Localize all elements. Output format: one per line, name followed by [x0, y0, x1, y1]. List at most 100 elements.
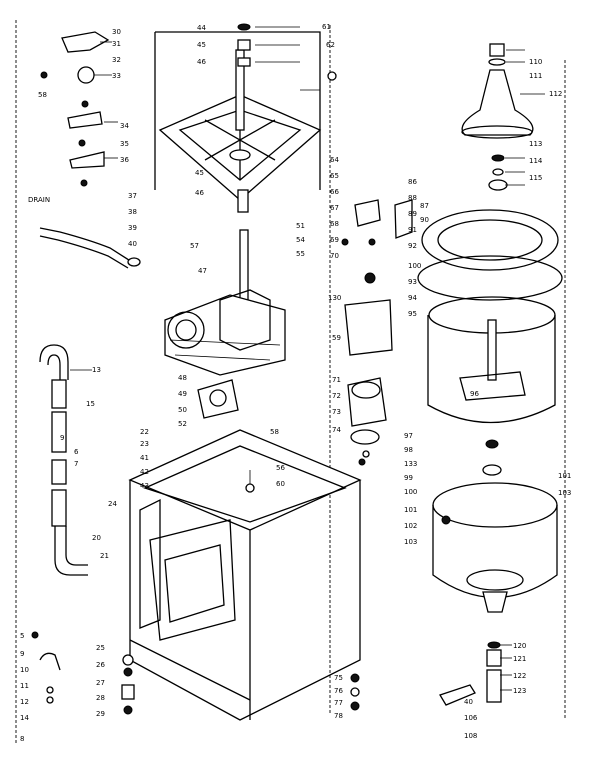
label-130: 130 [328, 294, 341, 302]
label-drain: DRAIN [28, 196, 50, 204]
label-20: 20 [92, 534, 101, 542]
label-11: 11 [20, 682, 29, 690]
label-57: 57 [190, 242, 199, 250]
label-98: 98 [404, 446, 413, 454]
label-26: 26 [96, 661, 105, 669]
label-23: 23 [140, 440, 149, 448]
label-100-top: 100 [408, 262, 421, 270]
label-28: 28 [96, 694, 105, 702]
label-93: 93 [408, 278, 417, 286]
label-87: 87 [420, 202, 429, 210]
label-39: 39 [128, 224, 137, 232]
label-77: 77 [334, 699, 343, 707]
label-90: 90 [420, 216, 429, 224]
leveling-legs [31, 631, 360, 715]
label-24: 24 [108, 500, 117, 508]
label-27: 27 [96, 679, 105, 687]
label-70: 70 [330, 252, 339, 260]
label-78: 78 [334, 712, 343, 720]
label-60: 60 [276, 480, 285, 488]
label-76: 76 [334, 687, 343, 695]
label-44: 44 [197, 24, 206, 32]
wash-basket [417, 209, 563, 424]
label-86: 86 [408, 178, 417, 186]
label-62: 62 [326, 41, 335, 49]
label-91: 91 [408, 226, 417, 234]
label-113: 113 [529, 140, 542, 148]
label-89: 89 [408, 210, 417, 218]
label-45: 45 [195, 169, 204, 177]
label-46-top: 46 [197, 58, 206, 66]
label-15: 15 [86, 400, 95, 408]
label-103-left: 103 [404, 538, 417, 546]
label-33: 33 [112, 72, 121, 80]
brackets-group [341, 199, 413, 246]
label-121: 121 [513, 655, 526, 663]
label-47: 47 [198, 267, 207, 275]
label-61: 61 [322, 23, 331, 31]
label-56: 56 [276, 464, 285, 472]
label-111: 111 [529, 72, 542, 80]
label-10: 10 [20, 666, 29, 674]
label-48: 48 [178, 374, 187, 382]
label-31: 31 [112, 40, 121, 48]
callout-labels: DRAIN 30 31 32 33 58 34 35 36 37 38 39 4… [20, 23, 571, 743]
label-66: 66 [330, 188, 339, 196]
agitator [461, 43, 534, 191]
label-108: 108 [464, 732, 477, 740]
label-94: 94 [408, 294, 417, 302]
label-99: 99 [404, 474, 413, 482]
label-67: 67 [330, 204, 339, 212]
label-115: 115 [529, 174, 542, 182]
label-55: 55 [296, 250, 305, 258]
label-71: 71 [332, 376, 341, 384]
label-9-mid: 9 [60, 434, 64, 442]
label-120: 120 [513, 642, 526, 650]
label-68: 68 [330, 220, 339, 228]
label-50: 50 [178, 406, 187, 414]
label-29: 29 [96, 710, 105, 718]
label-92: 92 [408, 242, 417, 250]
label-58: 58 [270, 428, 279, 436]
label-35: 35 [120, 140, 129, 148]
label-14: 14 [20, 714, 29, 722]
label-40-top: 40 [128, 240, 137, 248]
label-101: 101 [558, 472, 571, 480]
tub-shaft-parts [439, 641, 502, 706]
fill-hose-left [39, 344, 88, 576]
label-41: 41 [140, 454, 149, 462]
label-38: 38 [128, 208, 137, 216]
label-122: 122 [513, 672, 526, 680]
label-32: 32 [112, 56, 121, 64]
label-12: 12 [20, 698, 29, 706]
label-112: 112 [549, 90, 562, 98]
drain-hose [39, 227, 141, 269]
label-43: 43 [140, 482, 149, 490]
label-21: 21 [100, 552, 109, 560]
label-54: 54 [296, 236, 305, 244]
label-42: 42 [140, 468, 149, 476]
label-9: 9 [20, 650, 24, 658]
label-5: 5 [20, 632, 24, 640]
label-96: 96 [470, 390, 479, 398]
label-65: 65 [330, 172, 339, 180]
label-69: 69 [330, 236, 339, 244]
motor-pump-assembly [344, 272, 393, 466]
label-34: 34 [120, 122, 129, 130]
cabinet [128, 429, 362, 721]
label-100: 100 [404, 488, 417, 496]
label-30: 30 [112, 28, 121, 36]
label-52: 52 [178, 420, 187, 428]
label-103: 103 [558, 489, 571, 497]
label-58-top: 58 [38, 91, 47, 99]
outer-tub [432, 439, 558, 613]
label-102: 102 [404, 522, 417, 530]
label-59: 59 [332, 334, 341, 342]
label-123: 123 [513, 687, 526, 695]
label-74: 74 [332, 426, 341, 434]
label-51: 51 [296, 222, 305, 230]
label-101-left: 101 [404, 506, 417, 514]
label-110: 110 [529, 58, 542, 66]
label-73: 73 [332, 408, 341, 416]
